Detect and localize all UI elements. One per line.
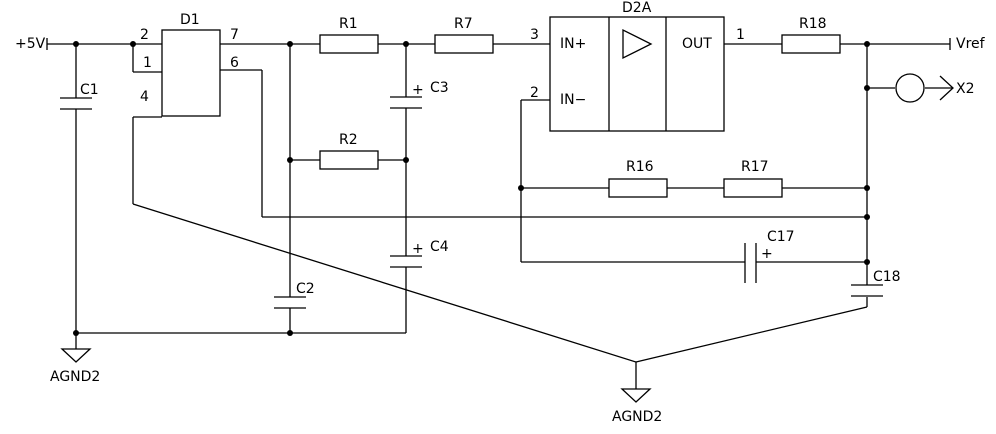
r18-label: R18 bbox=[799, 16, 827, 32]
d2a-in-plus: IN+ bbox=[560, 36, 586, 52]
junction-dot bbox=[73, 41, 79, 47]
junction-dot bbox=[864, 85, 870, 91]
d1-pin-1: 1 bbox=[143, 55, 152, 71]
d1-pin-4: 4 bbox=[140, 89, 149, 105]
probe-x2: X2 bbox=[895, 73, 975, 103]
resistor-r2: R2 bbox=[319, 132, 379, 170]
d1-pin-7: 7 bbox=[230, 27, 239, 43]
ground-symbol-center: AGND2 bbox=[612, 362, 662, 425]
opamp-triangle-icon bbox=[622, 28, 653, 60]
c3-label: C3 bbox=[430, 80, 449, 96]
capacitor-c18: C18 bbox=[851, 269, 901, 297]
c18-label: C18 bbox=[873, 269, 901, 285]
junction-dot bbox=[73, 330, 79, 336]
opamp-d2a: D2A IN+ IN− OUT 3 2 1 bbox=[530, 0, 745, 132]
probe-arrow-icon bbox=[939, 75, 954, 101]
junction-dot bbox=[403, 41, 409, 47]
resistor-r1: R1 bbox=[319, 16, 379, 54]
c2-label: C2 bbox=[296, 281, 315, 297]
d2a-pin-out: 1 bbox=[736, 27, 745, 43]
ground-left-label: AGND2 bbox=[50, 369, 100, 385]
c1-label: C1 bbox=[80, 82, 99, 98]
junction-dots bbox=[73, 41, 870, 336]
d2a-pin-in-minus: 2 bbox=[530, 85, 539, 101]
ic-d1: D1 2 1 4 7 6 bbox=[140, 12, 239, 117]
resistor-r17: R17 bbox=[723, 159, 783, 198]
junction-dot bbox=[864, 259, 870, 265]
d1-label: D1 bbox=[180, 12, 200, 28]
resistor-r18: R18 bbox=[781, 16, 841, 54]
r16-label: R16 bbox=[626, 159, 654, 175]
junction-dot bbox=[287, 330, 293, 336]
ground-icon bbox=[60, 348, 92, 363]
capacitor-c2: C2 bbox=[274, 281, 315, 309]
c4-plus: + bbox=[412, 241, 424, 257]
ground-icon bbox=[620, 388, 652, 403]
junction-dot bbox=[864, 214, 870, 220]
r17-label: R17 bbox=[741, 159, 769, 175]
resistor-r16: R16 bbox=[608, 159, 668, 198]
r1-label: R1 bbox=[339, 16, 358, 32]
d2a-pin-in-plus: 3 bbox=[530, 27, 539, 43]
junction-dot bbox=[287, 157, 293, 163]
c3-plus: + bbox=[412, 82, 424, 98]
ground-symbol-left: AGND2 bbox=[50, 348, 100, 385]
wires bbox=[46, 38, 953, 363]
junction-dot bbox=[864, 41, 870, 47]
d1-pin-6: 6 bbox=[230, 55, 239, 71]
d2a-label: D2A bbox=[622, 0, 652, 16]
capacitor-c3: + C3 bbox=[390, 80, 449, 109]
ground-center-label: AGND2 bbox=[612, 409, 662, 425]
x2-label: X2 bbox=[956, 81, 975, 97]
r2-label: R2 bbox=[339, 132, 358, 148]
junction-dot bbox=[130, 41, 136, 47]
capacitor-c4: + C4 bbox=[390, 239, 449, 268]
capacitor-c17: + C17 bbox=[744, 229, 795, 283]
d2a-in-minus: IN− bbox=[560, 92, 586, 108]
resistor-r7: R7 bbox=[434, 16, 494, 54]
d2a-out: OUT bbox=[682, 36, 712, 52]
supply-label: +5V bbox=[15, 36, 46, 52]
d1-pin-2: 2 bbox=[140, 27, 149, 43]
c4-label: C4 bbox=[430, 239, 449, 255]
c17-plus: + bbox=[761, 246, 773, 262]
junction-dot bbox=[864, 185, 870, 191]
probe-circle-icon bbox=[895, 73, 925, 103]
junction-dot bbox=[287, 41, 293, 47]
junction-dot bbox=[518, 185, 524, 191]
vref-label: Vref bbox=[956, 36, 986, 52]
capacitor-c1: C1 bbox=[60, 82, 99, 110]
r7-label: R7 bbox=[454, 16, 473, 32]
junction-dot bbox=[403, 157, 409, 163]
c17-label: C17 bbox=[767, 229, 795, 245]
